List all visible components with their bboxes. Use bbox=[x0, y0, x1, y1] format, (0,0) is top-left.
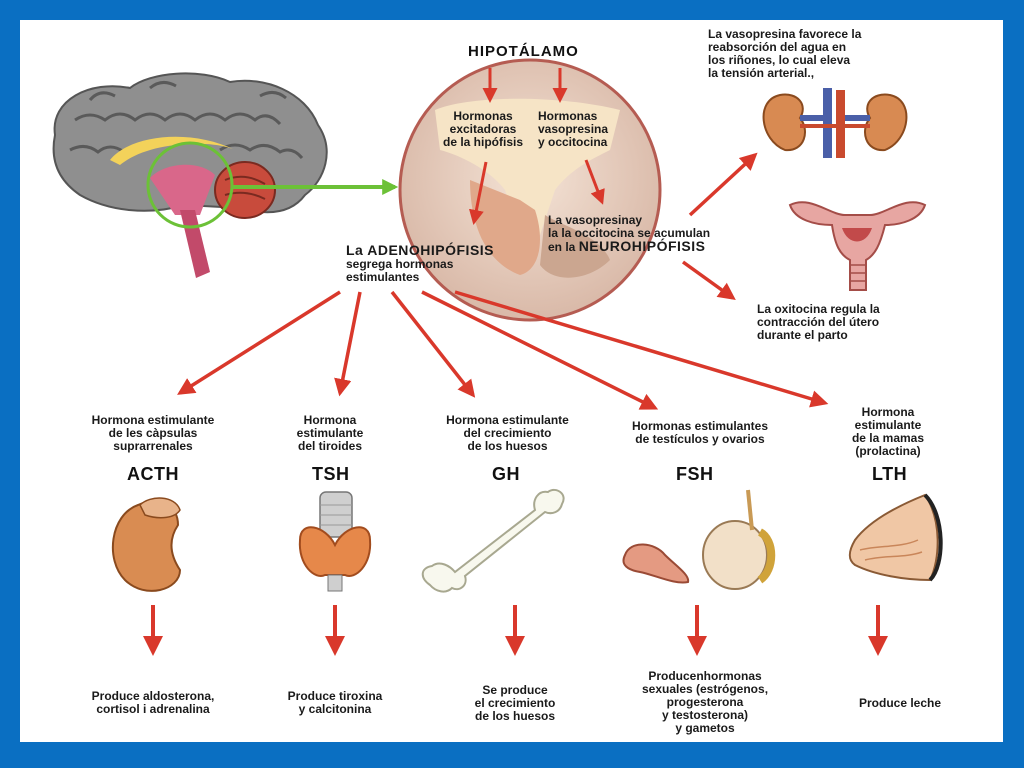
arrow-to-tsh bbox=[334, 291, 362, 397]
arrow-to-uterus bbox=[681, 260, 736, 301]
lth-effect: Produce leche bbox=[858, 696, 942, 710]
vasopressin-note: La vasopresina favorece la reabsorción d… bbox=[708, 27, 862, 80]
hypothalamus-right-note: Hormonas vasopresina y occitocina bbox=[538, 109, 609, 149]
hypothalamus-left-note: Hormonas excitadoras de la hipófisis bbox=[442, 109, 523, 149]
tsh-label: TSH bbox=[312, 464, 350, 484]
fsh-description: Hormonas estimulantes de testículos y ov… bbox=[631, 419, 769, 446]
adrenal-kidney-icon bbox=[112, 497, 182, 592]
breast-icon bbox=[848, 493, 943, 582]
gh-effect: Se produce el crecimiento de los huesos bbox=[474, 683, 556, 723]
acth-label: ACTH bbox=[127, 464, 179, 484]
tsh-description: Hormona estimulante del tiroides bbox=[296, 413, 364, 453]
bone-icon bbox=[421, 488, 565, 593]
brain-icon bbox=[52, 72, 328, 278]
thyroid-icon bbox=[298, 491, 372, 592]
fsh-label: FSH bbox=[676, 464, 714, 484]
gonads-icon bbox=[622, 489, 776, 590]
lth-description: Hormona estimulante de la mamas (prolact… bbox=[851, 405, 925, 458]
adenohypophysis-emph: ADENOHIPÓFISIS bbox=[367, 242, 495, 258]
oxytocin-note: La oxitocina regula la contracción del ú… bbox=[757, 302, 880, 342]
tsh-effect: Produce tiroxina y calcitonina bbox=[287, 689, 383, 716]
arrow-to-lth bbox=[454, 290, 829, 408]
pituitary-zoom-circle bbox=[398, 58, 662, 322]
kidneys-icon bbox=[762, 88, 908, 158]
adenohypophysis-label: La ADENOHIPÓFISIS segrega hormonas estim… bbox=[346, 242, 495, 284]
gh-description: Hormona estimulante del crecimiento de l… bbox=[446, 413, 569, 453]
uterus-icon bbox=[788, 201, 927, 291]
arrow-to-kidneys bbox=[688, 152, 758, 217]
fsh-effect: Producenhormonas sexuales (estrógenos, p… bbox=[641, 669, 769, 735]
gh-label: GH bbox=[492, 464, 520, 484]
arrow-to-fsh bbox=[421, 290, 659, 410]
neurohypophysis-emph: NEUROHIPÓFISIS bbox=[578, 238, 706, 254]
arrow-to-acth bbox=[177, 290, 341, 395]
hypothalamus-title: HIPOTÁLAMO bbox=[468, 43, 579, 60]
arrow-to-neuro bbox=[584, 159, 605, 205]
lth-label: LTH bbox=[872, 464, 908, 484]
acth-description: Hormona estimulante de les càpsulas supr… bbox=[91, 413, 215, 453]
arrow-to-gh bbox=[390, 290, 476, 398]
neurohypophysis-label: La vasopresinay la la occitocina se acum… bbox=[548, 213, 711, 254]
arrow-to-adeno bbox=[468, 161, 488, 225]
acth-effect: Produce aldosterona, cortisol i adrenali… bbox=[91, 689, 215, 716]
